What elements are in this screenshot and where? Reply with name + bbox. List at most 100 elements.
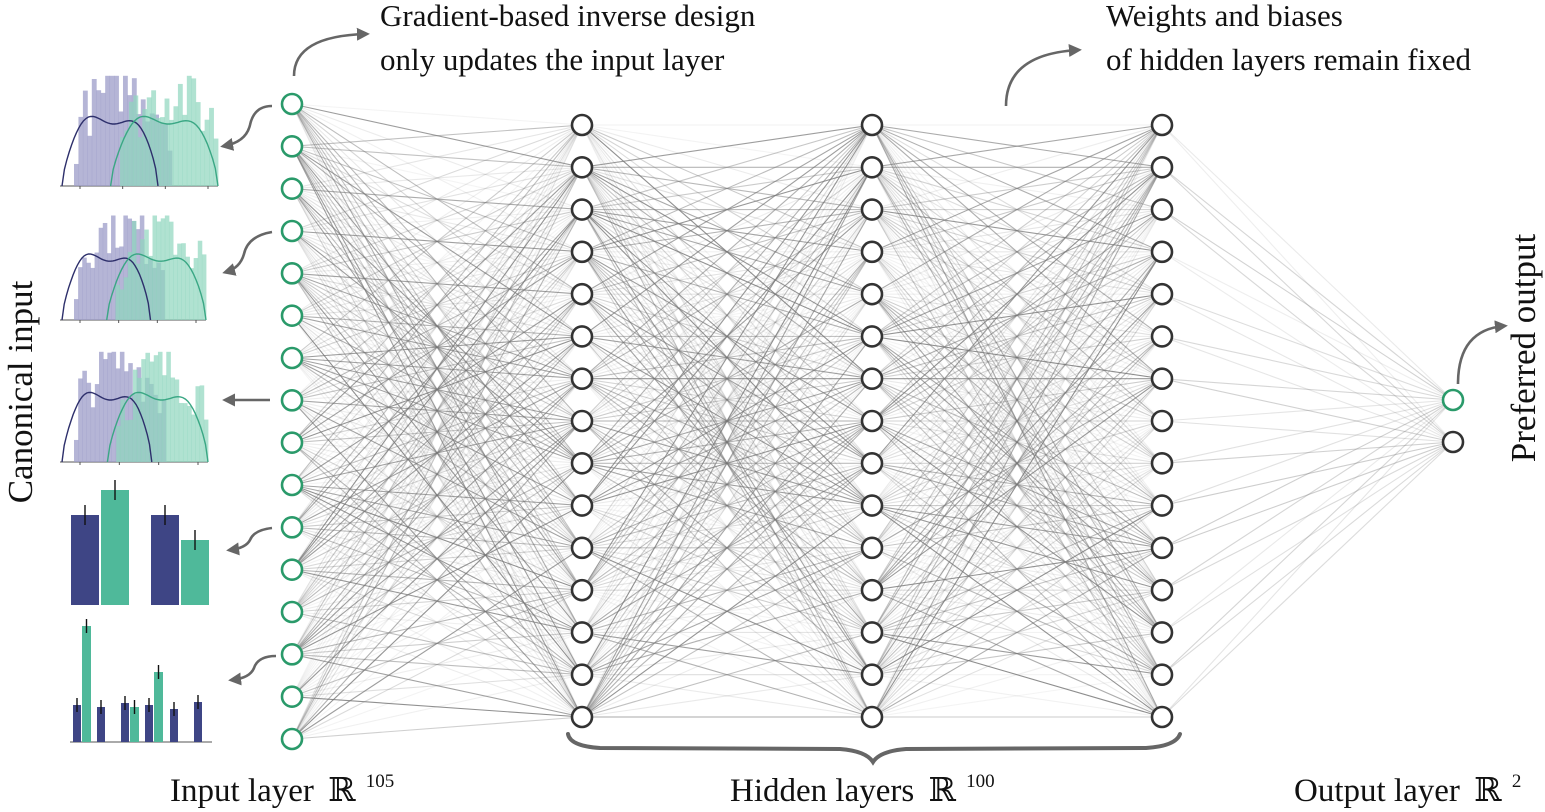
edge <box>291 124 583 740</box>
hist-bar-purple <box>102 222 108 320</box>
hist-bar-teal <box>173 254 178 320</box>
hidden-layers-field: ℝ <box>928 773 956 809</box>
edge <box>1161 378 1454 401</box>
hist-bar-teal <box>144 229 149 320</box>
hidden-node <box>570 494 594 517</box>
hidden-node <box>570 663 594 687</box>
hist-bar-purple <box>115 368 121 462</box>
edges-layer-2-to-3 <box>871 124 1163 718</box>
hist-bar-purple <box>78 267 83 320</box>
edge <box>871 505 1163 549</box>
edge <box>1161 124 1454 401</box>
edge <box>581 547 873 718</box>
hist-bar-teal <box>128 419 134 462</box>
hist-bar-purple <box>128 363 133 462</box>
hidden-node <box>1150 663 1174 687</box>
edge <box>291 336 583 655</box>
edge <box>871 251 1163 591</box>
bar <box>170 709 178 742</box>
output-layer-text: Output layer <box>1294 773 1460 809</box>
hist-bar-teal <box>120 399 125 462</box>
edge <box>871 505 1163 718</box>
arrow-input-to-plot-4 <box>226 526 273 556</box>
edge <box>1161 441 1454 633</box>
edge <box>871 209 1163 633</box>
edge <box>871 124 1163 718</box>
hist-bar-teal <box>156 221 162 320</box>
hidden-node <box>860 536 884 560</box>
hidden-node <box>570 451 594 475</box>
edge <box>871 124 1163 464</box>
bar <box>181 540 209 605</box>
edge <box>1161 251 1454 443</box>
hidden-node <box>860 240 884 264</box>
edge <box>871 251 1163 422</box>
hidden-node <box>860 409 884 433</box>
edge <box>871 124 1163 675</box>
bar <box>145 705 153 742</box>
edge <box>291 166 583 317</box>
edge <box>581 251 873 718</box>
bar <box>121 703 129 742</box>
edge <box>871 166 1163 337</box>
hist-bar-teal <box>116 425 121 462</box>
hist-bar-teal <box>115 284 120 320</box>
edge <box>291 124 583 232</box>
hist-bar-teal <box>146 97 152 186</box>
hist-bar-teal <box>178 402 184 462</box>
hist-bar-teal <box>213 138 219 186</box>
density-curve-teal <box>109 115 219 187</box>
hidden-node <box>860 494 884 517</box>
network-nodes <box>280 92 1465 751</box>
edge <box>291 166 583 528</box>
edge <box>871 589 1163 633</box>
edge <box>581 378 873 422</box>
hist-bar-purple <box>107 352 112 462</box>
hist-bar-purple <box>123 215 128 320</box>
hist-bar-purple <box>124 371 129 462</box>
edge <box>871 631 1163 676</box>
edge <box>871 124 1163 211</box>
edges-layer-1-to-2 <box>581 124 873 718</box>
hidden-layer-nodes-2 <box>860 113 884 729</box>
edge <box>581 166 873 591</box>
hidden-node <box>570 705 594 729</box>
edge <box>291 209 583 444</box>
edge <box>291 209 583 697</box>
hist-bar-teal <box>185 256 190 320</box>
input-node <box>280 304 304 327</box>
hidden-node <box>1150 198 1174 221</box>
hidden-node <box>570 325 594 348</box>
edge <box>1161 124 1454 443</box>
hist-bar-teal <box>127 251 133 320</box>
edge <box>871 209 1163 295</box>
edge <box>871 166 1163 549</box>
edge <box>291 335 583 571</box>
input-node <box>280 431 304 454</box>
edge <box>291 124 583 317</box>
edge <box>871 462 1163 718</box>
edge <box>291 251 583 740</box>
hist-bar-teal <box>119 289 125 320</box>
hist-bar-teal <box>174 379 180 462</box>
edge <box>1161 441 1454 507</box>
input-node <box>280 473 304 497</box>
edge <box>871 124 1163 549</box>
hidden-node <box>1150 705 1174 729</box>
edge <box>871 124 1163 337</box>
edge <box>291 336 583 740</box>
edge <box>1161 293 1454 443</box>
hidden-node <box>1150 409 1174 433</box>
edge <box>871 547 1163 676</box>
edge <box>291 167 583 697</box>
edge <box>291 124 583 444</box>
hist-bar-teal <box>197 240 203 320</box>
edge <box>291 188 583 211</box>
annotation-hidden-fixed-line1: Weights and biases <box>1106 0 1343 33</box>
input-node <box>280 177 304 200</box>
edge <box>291 166 583 190</box>
edge <box>581 631 873 718</box>
hist-bar-teal <box>169 119 174 186</box>
hidden-node <box>860 705 884 729</box>
edge <box>291 336 583 698</box>
